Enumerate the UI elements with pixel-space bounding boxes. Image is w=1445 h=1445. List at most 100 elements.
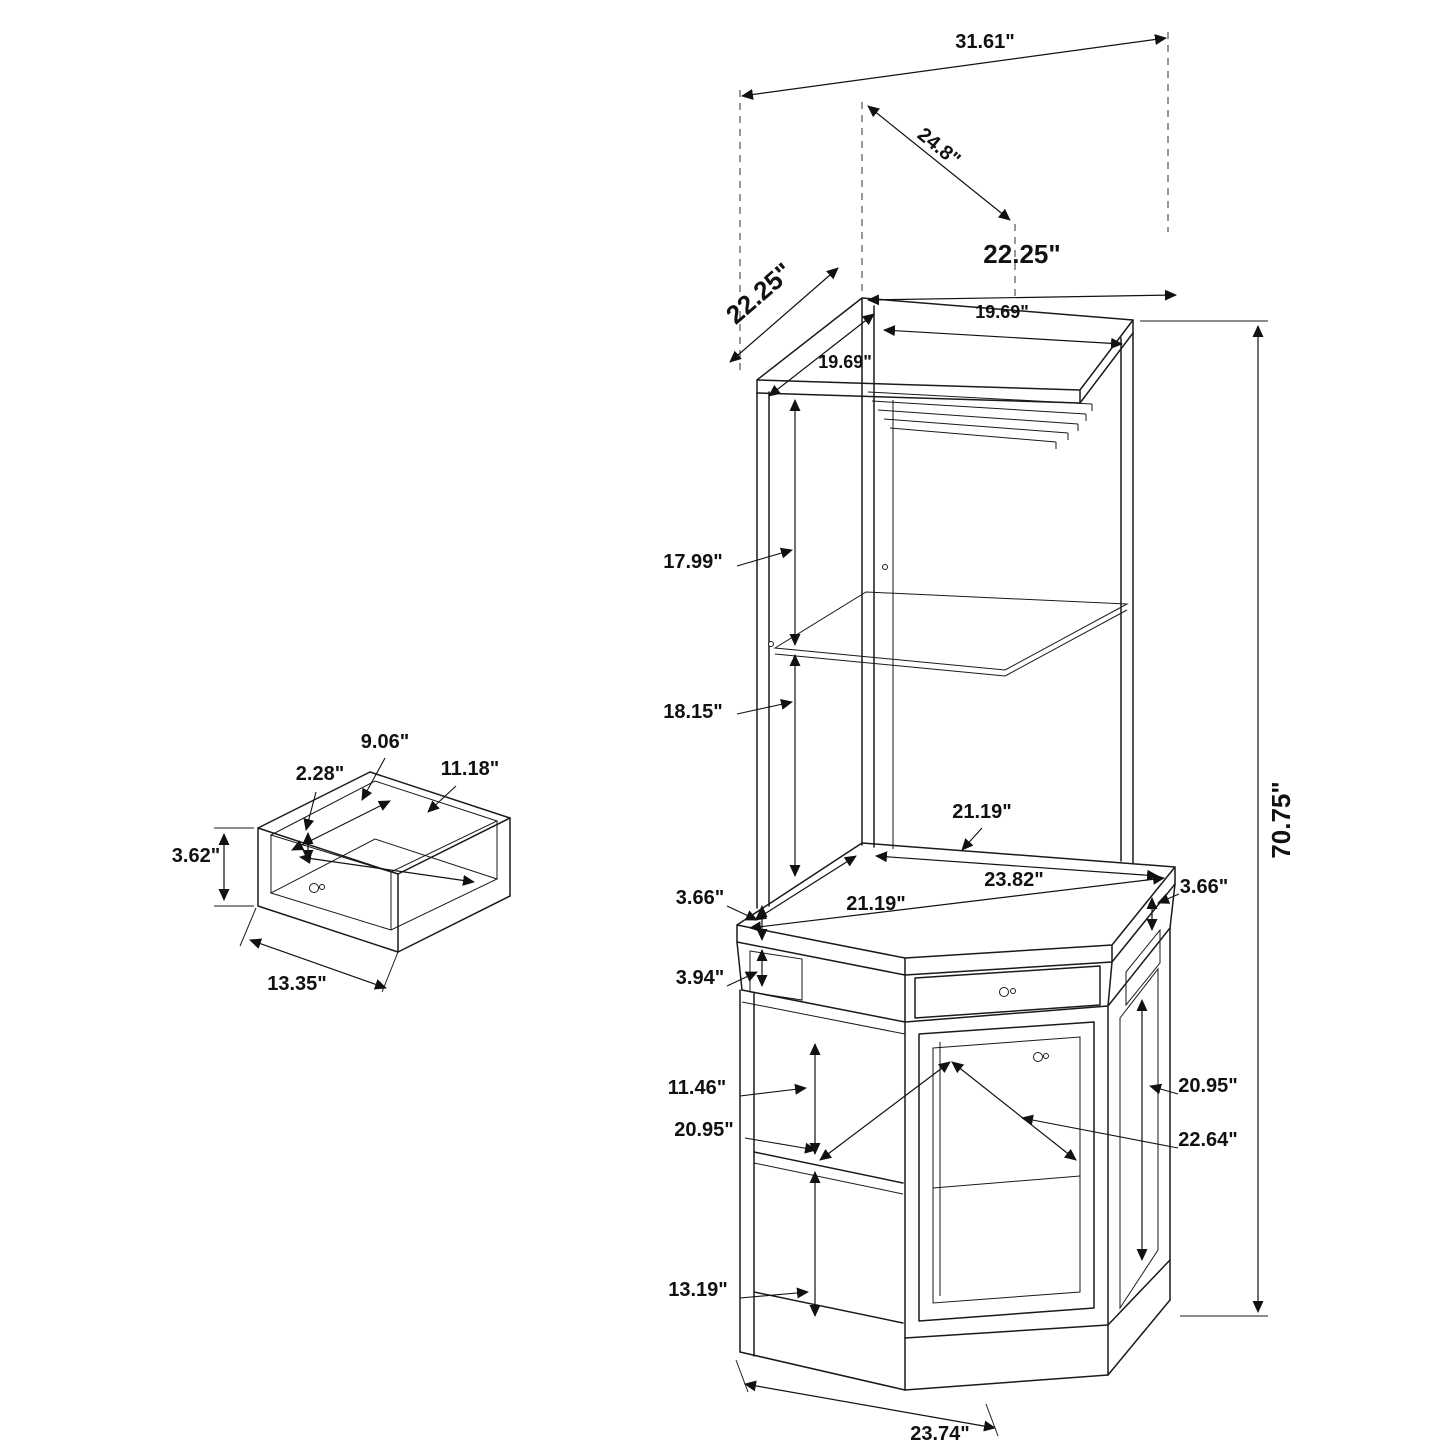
drawing-line [726, 905, 758, 921]
dim-label-lower-opening-height: 13.19" [668, 1279, 728, 1301]
glass-door-frame [918, 1021, 1095, 1322]
drawing-line [744, 1137, 817, 1154]
drawing-line [985, 1403, 999, 1437]
drawing-line [753, 1162, 904, 1195]
stemware-rack [867, 391, 1093, 449]
height-dimension: 70.75" [1252, 325, 1296, 1313]
drawer-floor [269, 838, 499, 931]
glass-shelf [768, 564, 1129, 677]
dim-label-drawer-inner-width: 11.18" [441, 758, 499, 780]
drawing-line [904, 1005, 1109, 1023]
dim-label-top-edge-right: 19.69" [975, 302, 1029, 322]
drawing-line [774, 653, 1006, 677]
drawing-line [1169, 883, 1176, 929]
dim-label-top-edge-left: 19.69" [818, 352, 872, 372]
dim-label-top-diagonal: 24.8" [913, 124, 964, 172]
dim-label-apron-right: 3.66" [1180, 876, 1228, 898]
drawing-line [739, 1287, 809, 1299]
drawing-line [754, 855, 857, 921]
drawing-line [867, 105, 1011, 221]
drawing-line [1107, 1259, 1171, 1326]
shelf-peg-icon [882, 564, 888, 570]
dim-label-drawer-front-width: 13.35" [267, 973, 327, 995]
dim-label-door-height-right: 20.95" [1178, 1075, 1238, 1097]
drawing-line [877, 409, 1079, 425]
dim-label-door-height-left: 20.95" [674, 1119, 734, 1141]
dim-label-apron-left: 3.66" [676, 887, 724, 909]
dim-label-drawer-wall-inset: 2.28" [296, 763, 344, 785]
drawing-line [1157, 893, 1180, 904]
drawer-knob-icon [1010, 988, 1016, 994]
dim-label-hutch-lower-height: 18.15" [663, 701, 723, 723]
drawing-line [736, 842, 1176, 959]
drawing-line [904, 961, 1113, 976]
dim-label-counter-front-width: 23.82" [984, 869, 1044, 891]
drawing-line [749, 873, 1165, 933]
drawing-line [1021, 1114, 1179, 1149]
drawing-line [1149, 1083, 1179, 1095]
drawing-line [303, 791, 317, 831]
drawing-line [735, 1359, 749, 1393]
drawing-line [871, 400, 1087, 415]
drawing-line [427, 785, 457, 813]
drawing-line [736, 698, 793, 715]
lower-cabinet [739, 927, 1171, 1391]
door-knob-icon [1043, 1053, 1049, 1059]
drawing-line [867, 391, 1093, 405]
drawing-line [932, 1175, 1081, 1189]
dim-label-top-width: 22.25" [983, 239, 1060, 269]
drawing-line [1107, 961, 1113, 1007]
top-drawer-front [914, 965, 1101, 1019]
drawing-line [744, 1380, 996, 1432]
dim-label-overall-height: 70.75" [1266, 781, 1296, 858]
dim-label-drawer-inner-depth: 9.06" [361, 731, 409, 753]
drawing-line [739, 1083, 807, 1097]
shelf-peg-icon [768, 641, 774, 647]
drawing-line [819, 1061, 951, 1161]
drawing-line [768, 313, 875, 397]
drawing-line [381, 951, 399, 993]
drawing-line [867, 289, 1177, 306]
drawer-detail-view: 9.06" 2.28" 11.18" 3.62" 13.35" [172, 731, 511, 995]
base-dimension: 23.74" [735, 1359, 999, 1445]
drawing-line [961, 827, 983, 851]
dim-label-hutch-upper-height: 17.99" [663, 551, 723, 573]
top-dimensions: 31.61" 24.8" 22.25" 22.25" 19.69" 19.69" [720, 31, 1177, 397]
drawing-line [239, 907, 257, 947]
dim-label-counter-edge-right: 21.19" [952, 801, 1012, 823]
glass-door-pane [932, 1036, 1081, 1304]
drawing-line [756, 297, 1134, 391]
drawing-line [397, 895, 511, 953]
drawing-line [741, 1001, 906, 1035]
hutch-dimensions: 17.99" 18.15" [663, 399, 801, 877]
dim-label-base-front-width: 23.74" [910, 1423, 970, 1445]
drawing-line [1107, 1299, 1171, 1376]
drawing-line [361, 757, 386, 801]
drawing-line [875, 851, 1159, 881]
drawing-line [736, 941, 906, 976]
dim-label-overall-width: 31.61" [955, 31, 1015, 53]
right-apron-cubby [1125, 928, 1161, 1007]
drawing-line [904, 1374, 1109, 1391]
drawing-line [299, 853, 475, 886]
drawing-line [397, 817, 511, 875]
drawing-line [753, 1151, 904, 1184]
drawing-line [741, 34, 1167, 100]
drawing-line [904, 1324, 1109, 1339]
drawer-knob-icon [319, 884, 325, 890]
drawer-knob-icon [999, 987, 1009, 997]
drawing-line [249, 938, 387, 990]
drawing-line [883, 325, 1123, 349]
drawer-knob-icon [309, 883, 319, 893]
drawing-line [773, 591, 1129, 671]
drawing-line [736, 941, 743, 991]
dim-label-drawer-face-height: 3.94" [676, 967, 724, 989]
drawing-line [1004, 609, 1128, 677]
drawer-inner-rim [269, 780, 499, 873]
drawing-line [951, 1061, 1077, 1161]
drawing-line [369, 771, 511, 819]
drawing-line [1079, 332, 1134, 404]
drawing-line [883, 418, 1069, 434]
